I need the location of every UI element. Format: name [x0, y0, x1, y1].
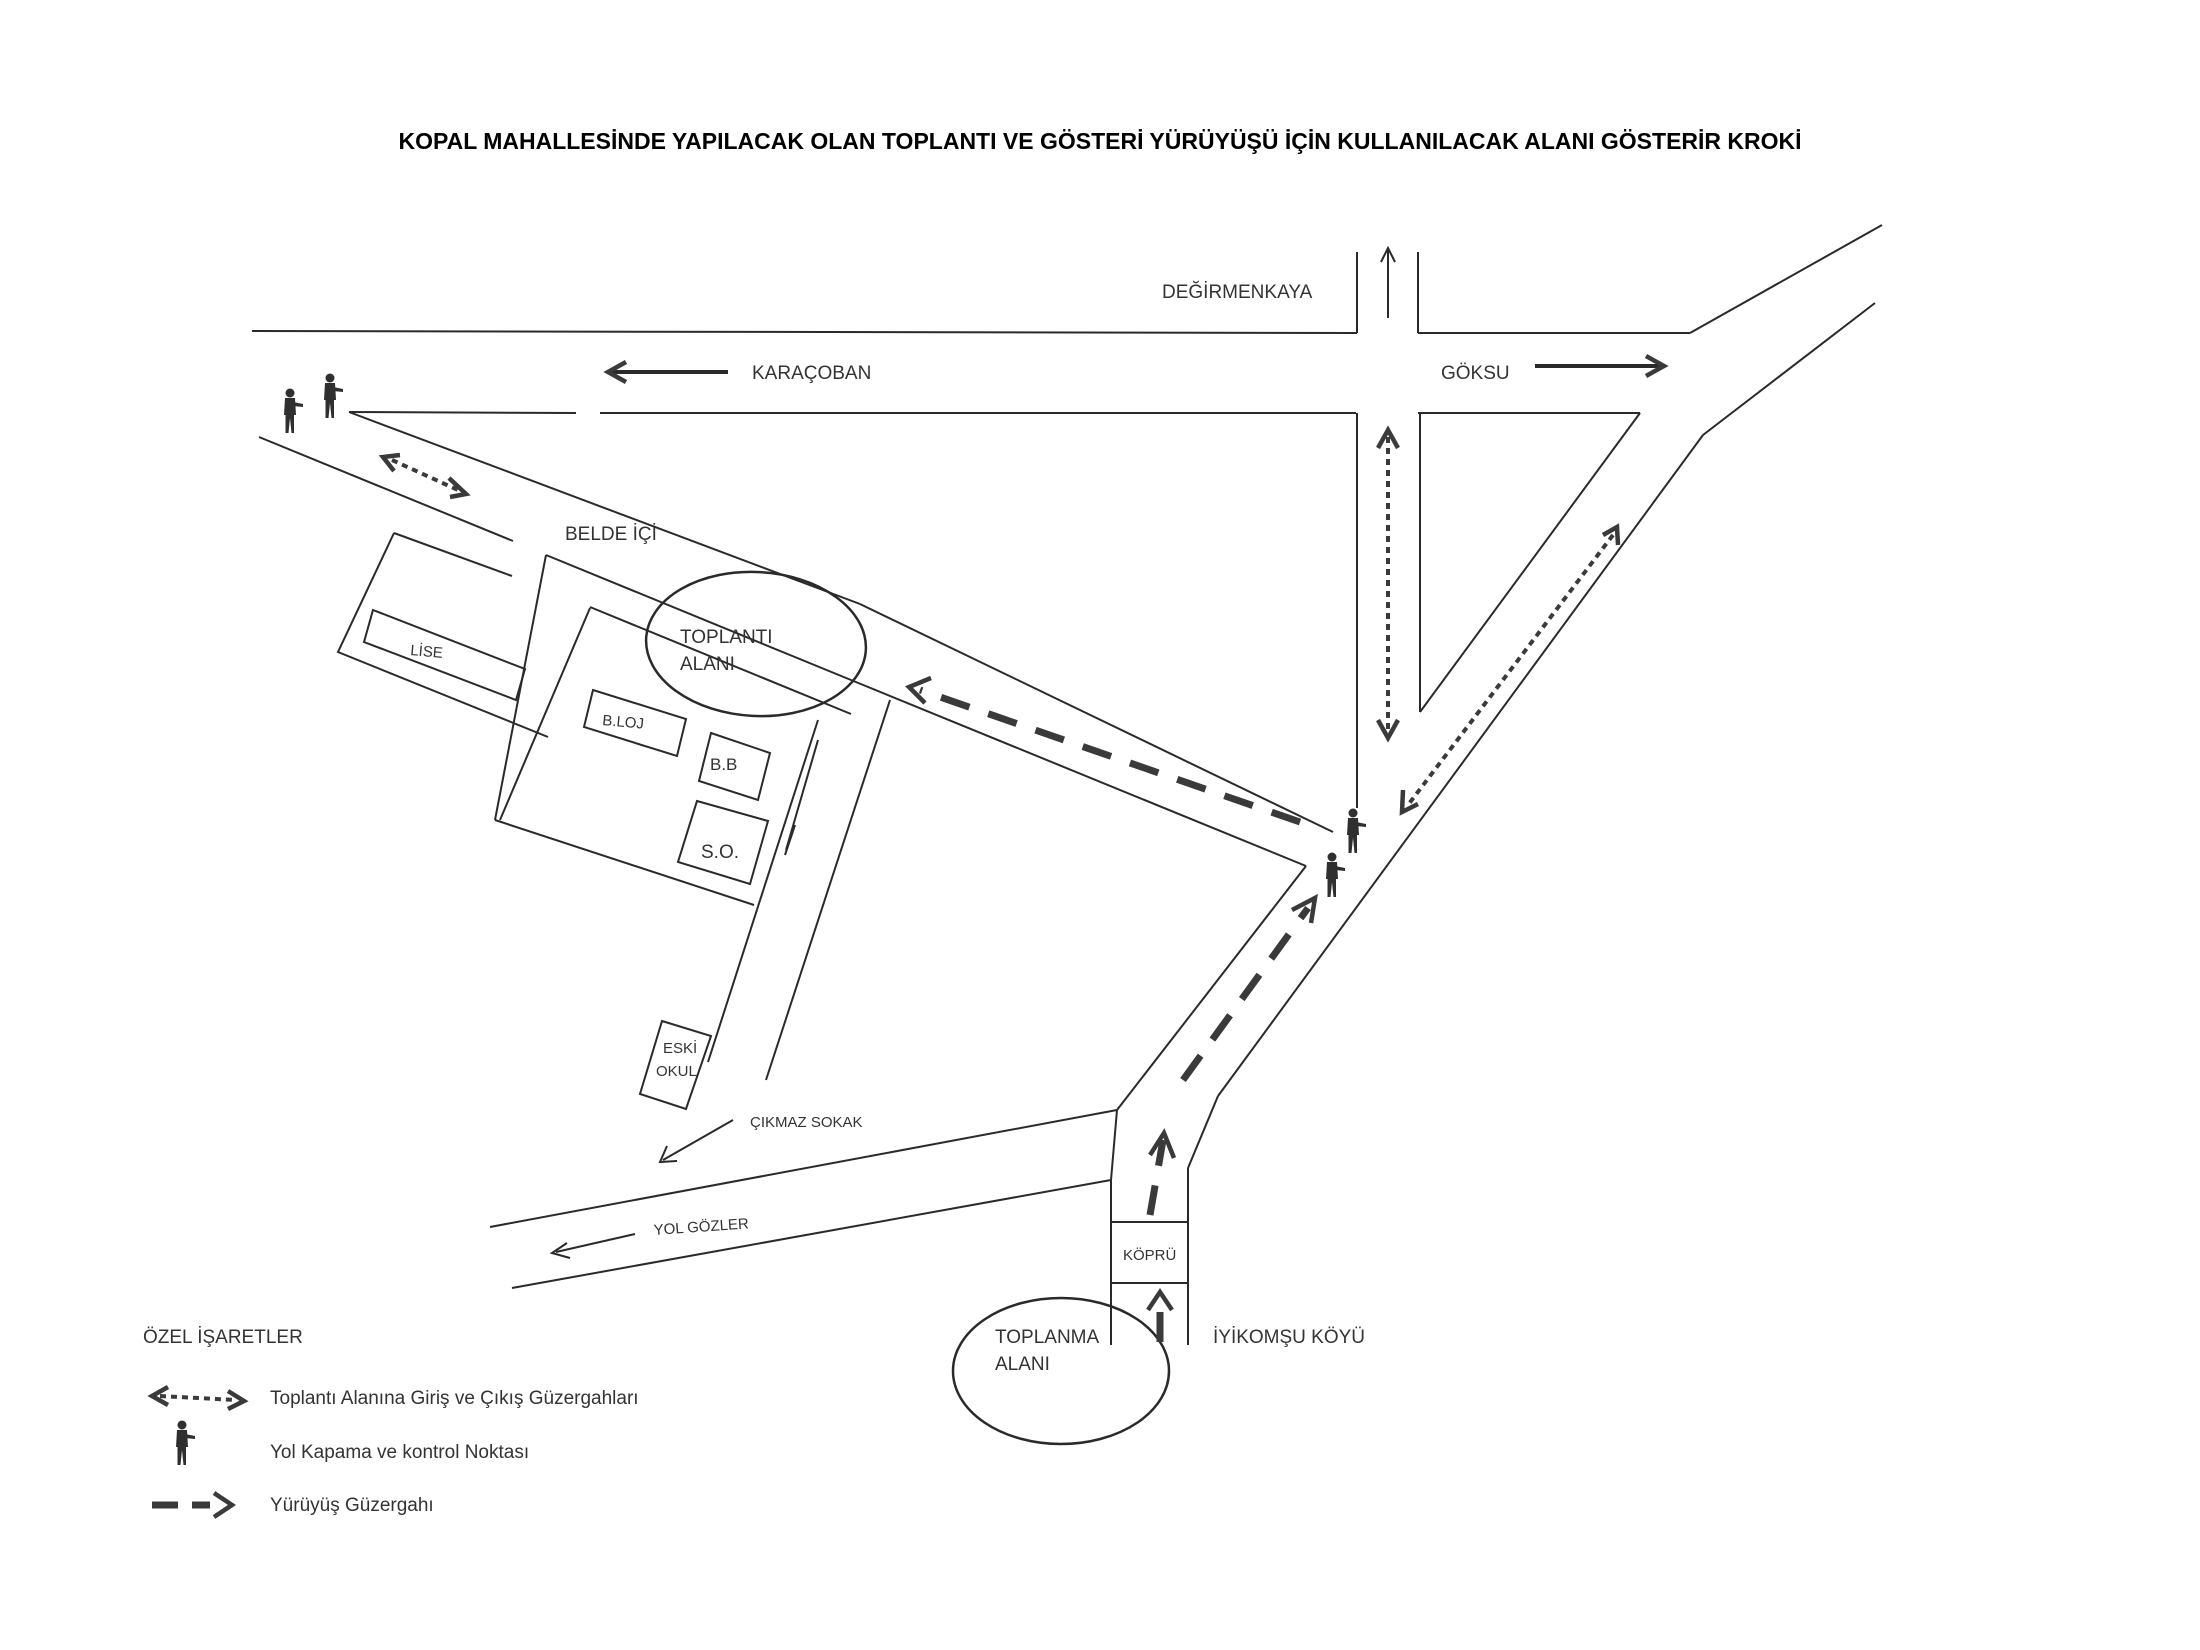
buildings	[336, 532, 852, 1111]
direction-arrows	[549, 245, 1669, 1259]
lise-building	[362, 608, 527, 702]
road-network	[251, 224, 1883, 1345]
building-label-bloj: B.LOJ	[602, 712, 645, 733]
soldier-icon	[284, 388, 303, 433]
so-building	[676, 799, 770, 886]
area-label-toplanma-1: TOPLANMA	[995, 1327, 1100, 1348]
soldier-icon	[324, 373, 343, 418]
eski-okul-building	[638, 1019, 713, 1111]
legend-heading: ÖZEL İŞARETLER	[143, 1327, 303, 1348]
bloj-building	[582, 688, 688, 758]
building-label-eski: ESKİ	[663, 1039, 697, 1057]
area-label-toplanma-2: ALANI	[995, 1354, 1050, 1375]
map-title: KOPAL MAHALLESİNDE YAPILACAK OLAN TOPLAN…	[398, 128, 1801, 154]
legend-label-entry-exit: Toplantı Alanına Giriş ve Çıkış Güzergah…	[270, 1388, 639, 1409]
building-label-bb: B.B	[710, 755, 737, 774]
entry-exit-routes	[378, 425, 1621, 816]
street-label-iyikomsu-koyu: İYİKOMŞU KÖYÜ	[1213, 1327, 1365, 1348]
bb-building	[697, 731, 772, 802]
street-label-goksu: GÖKSU	[1441, 363, 1510, 384]
march-route	[905, 675, 1318, 1342]
toplanti-alani-zone	[644, 570, 868, 718]
area-label-toplanti-1: TOPLANTI	[680, 627, 773, 648]
street-label-karacoban: KARAÇOBAN	[752, 363, 871, 384]
building-label-okul: OKUL	[656, 1063, 697, 1080]
legend-dotted-double-arrow-icon	[147, 1385, 249, 1412]
soldier-icon	[1347, 808, 1366, 853]
toplanma-alani-zone	[951, 1296, 1171, 1446]
soldier-icon	[1326, 852, 1345, 897]
legend-label-march-route: Yürüyüş Güzergahı	[270, 1495, 434, 1516]
street-label-belde-ici: BELDE İÇİ	[565, 524, 657, 545]
control-points	[284, 373, 1366, 897]
legend-label-control-point: Yol Kapama ve kontrol Noktası	[270, 1442, 529, 1463]
area-label-toplanti-2: ALANI	[680, 654, 735, 675]
street-label-yol-gozler: YOL GÖZLER	[653, 1214, 749, 1239]
building-label-so: S.O.	[701, 842, 739, 863]
street-label-degirmenkaya: DEĞİRMENKAYA	[1162, 281, 1313, 303]
building-label-lise: LİSE	[410, 641, 444, 662]
legend: ÖZEL İŞARETLER Toplantı Alanına Giriş ve…	[143, 1327, 639, 1519]
street-label-cikmaz-sokak: ÇIKMAZ SOKAK	[750, 1114, 863, 1131]
building-label-kopru: KÖPRÜ	[1123, 1246, 1176, 1264]
legend-soldier-icon	[176, 1420, 195, 1465]
legend-dashed-arrow-icon	[152, 1491, 237, 1519]
